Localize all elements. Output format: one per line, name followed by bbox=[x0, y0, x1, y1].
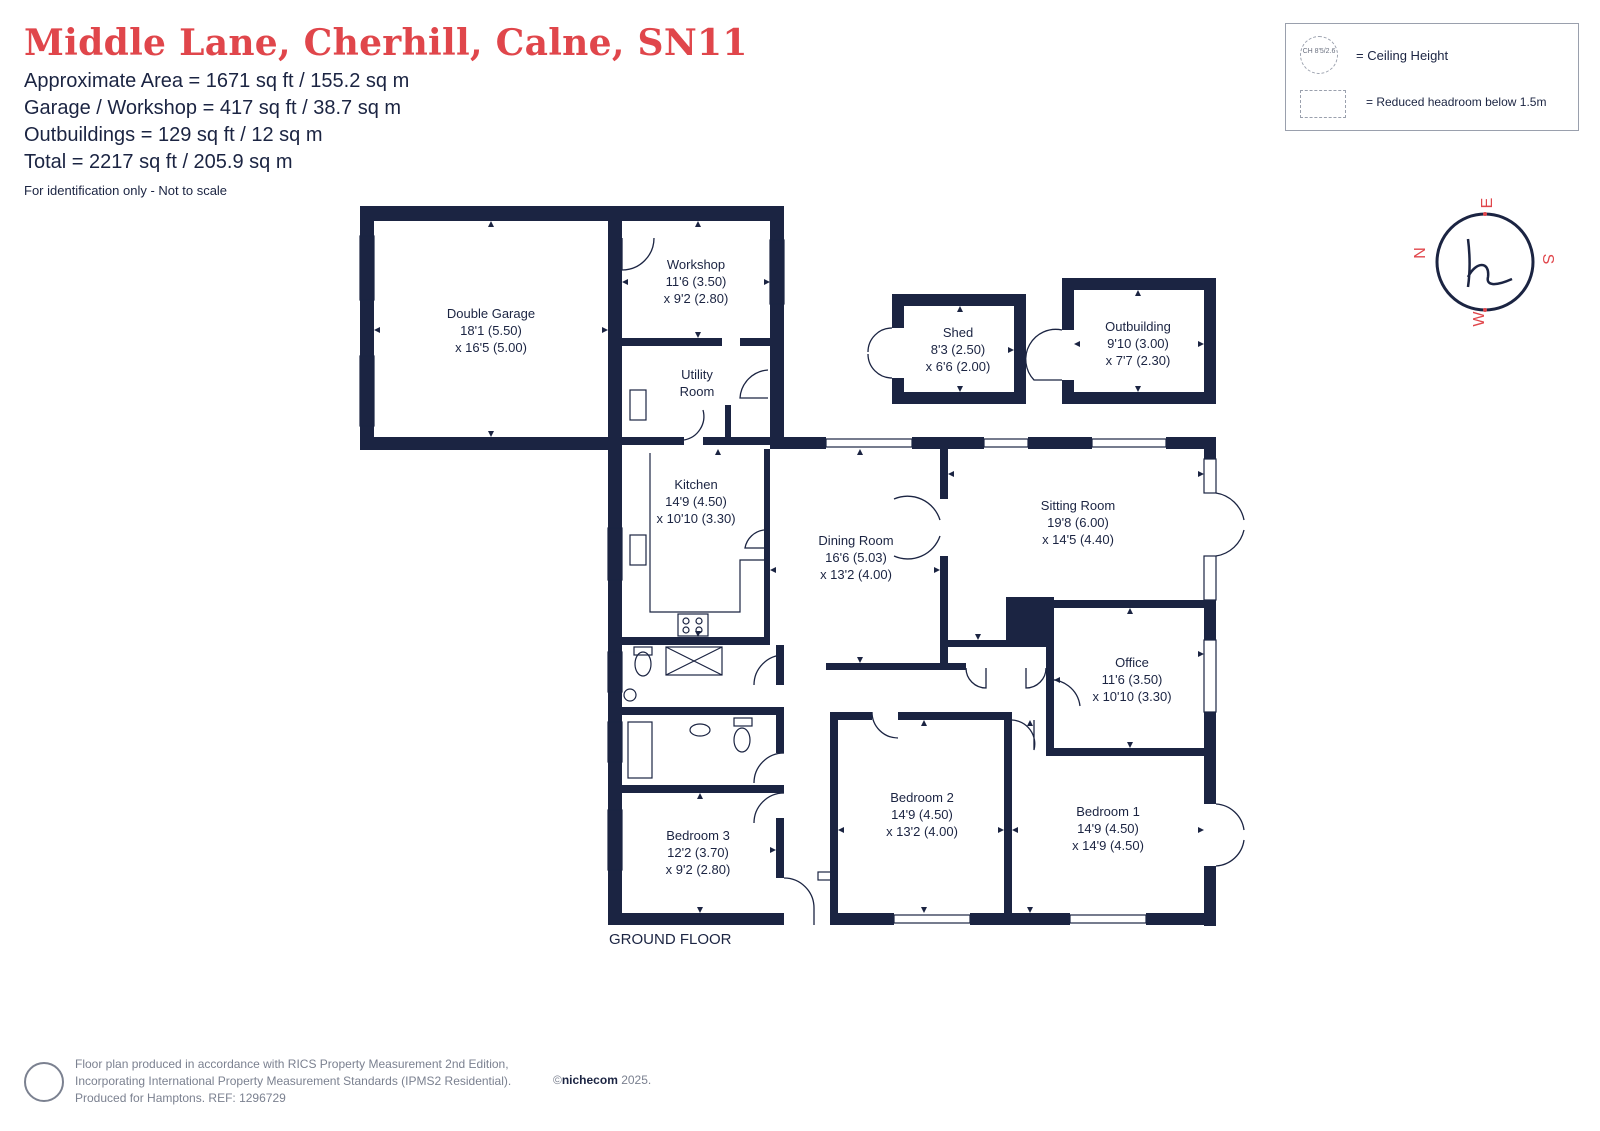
outbuilding-dim2: x 7'7 (2.30) bbox=[1106, 353, 1171, 368]
utility-name-2: Room bbox=[680, 384, 715, 399]
page-title: Middle Lane, Cherhill, Calne, SN11 bbox=[24, 22, 748, 64]
footer-fine-print: Floor plan produced in accordance with R… bbox=[75, 1056, 511, 1107]
footer-line-1: Floor plan produced in accordance with R… bbox=[75, 1057, 509, 1071]
sitting-dim1: 19'8 (6.00) bbox=[1047, 515, 1109, 530]
area-outbuildings: Outbuildings = 129 sq ft / 12 sq m bbox=[24, 124, 323, 146]
workshop-dim1: 11'6 (3.50) bbox=[666, 274, 727, 289]
workshop-name: Workshop bbox=[667, 257, 725, 272]
kitchen-name: Kitchen bbox=[674, 477, 717, 492]
bedroom3-dim1: 12'2 (3.70) bbox=[667, 845, 729, 860]
bedroom1-dim1: 14'9 (4.50) bbox=[1077, 821, 1139, 836]
credit-brand: nichecom bbox=[561, 1073, 618, 1087]
credit-year: 2025. bbox=[617, 1073, 652, 1087]
area-garage-workshop: Garage / Workshop = 417 sq ft / 38.7 sq … bbox=[24, 97, 402, 119]
bedroom2-dim1: 14'9 (4.50) bbox=[891, 807, 953, 822]
room-labels: Double Garage 18'1 (5.50) x 16'5 (5.00) … bbox=[447, 257, 1172, 877]
area-total: Total = 2217 sq ft / 205.9 sq m bbox=[24, 151, 293, 173]
bedroom1-dim2: x 14'9 (4.50) bbox=[1072, 838, 1144, 853]
walls bbox=[360, 206, 1216, 926]
doors bbox=[621, 237, 1245, 925]
legend-box: CH 8'5/2.6 = Ceiling Height = Reduced he… bbox=[1285, 23, 1579, 131]
workshop-dim2: x 9'2 (2.80) bbox=[664, 291, 729, 306]
credit-prefix: © bbox=[553, 1073, 562, 1087]
office-dim2: x 10'10 (3.30) bbox=[1092, 689, 1171, 704]
reduced-headroom-label: = Reduced headroom below 1.5m bbox=[1366, 95, 1547, 109]
kitchen-dim1: 14'9 (4.50) bbox=[665, 494, 727, 509]
shed-dim1: 8'3 (2.50) bbox=[931, 342, 986, 357]
identification-note: For identification only - Not to scale bbox=[24, 183, 228, 198]
sitting-name: Sitting Room bbox=[1041, 498, 1115, 513]
bedroom2-dim2: x 13'2 (4.00) bbox=[886, 824, 958, 839]
shed-name: Shed bbox=[943, 325, 973, 340]
ceiling-height-label: = Ceiling Height bbox=[1356, 48, 1449, 63]
bedroom3-name: Bedroom 3 bbox=[666, 828, 730, 843]
footer-credit: ©nichecom 2025. bbox=[553, 1073, 651, 1087]
garage-name: Double Garage bbox=[447, 306, 535, 321]
reduced-headroom-icon bbox=[1300, 90, 1346, 118]
outbuilding-dim1: 9'10 (3.00) bbox=[1107, 336, 1169, 351]
outbuilding-name: Outbuilding bbox=[1105, 319, 1171, 334]
sitting-dim2: x 14'5 (4.40) bbox=[1042, 532, 1114, 547]
bedroom3-dim2: x 9'2 (2.80) bbox=[666, 862, 731, 877]
area-summary: Approximate Area = 1671 sq ft / 155.2 sq… bbox=[24, 68, 409, 176]
person-scale-icon bbox=[24, 1062, 64, 1102]
utility-name-1: Utility bbox=[681, 367, 713, 382]
bedroom1-name: Bedroom 1 bbox=[1076, 804, 1140, 819]
dining-dim1: 16'6 (5.03) bbox=[825, 550, 887, 565]
garage-dim2: x 16'5 (5.00) bbox=[455, 340, 527, 355]
compass-east: E bbox=[1479, 198, 1496, 209]
windows bbox=[359, 235, 1217, 924]
dimension-arrows bbox=[374, 221, 1204, 913]
ceiling-height-icon: CH 8'5/2.6 bbox=[1300, 36, 1338, 74]
compass-west: W bbox=[1471, 311, 1488, 327]
garage-dim1: 18'1 (5.50) bbox=[460, 323, 522, 338]
compass-icon: E W N S bbox=[1412, 198, 1556, 327]
office-name: Office bbox=[1115, 655, 1149, 670]
footer-line-3: Produced for Hamptons. REF: 1296729 bbox=[75, 1091, 286, 1105]
shed-dim2: x 6'6 (2.00) bbox=[926, 359, 991, 374]
compass-south: S bbox=[1539, 254, 1556, 265]
office-dim1: 11'6 (3.50) bbox=[1102, 672, 1163, 687]
dining-dim2: x 13'2 (4.00) bbox=[820, 567, 892, 582]
bedroom2-name: Bedroom 2 bbox=[890, 790, 954, 805]
dining-name: Dining Room bbox=[818, 533, 893, 548]
fixtures bbox=[623, 389, 764, 779]
kitchen-dim2: x 10'10 (3.30) bbox=[656, 511, 735, 526]
floor-label: GROUND FLOOR bbox=[609, 931, 732, 948]
area-approximate: Approximate Area = 1671 sq ft / 155.2 sq… bbox=[24, 70, 410, 92]
compass-north: N bbox=[1412, 247, 1429, 259]
footer-line-2: Incorporating International Property Mea… bbox=[75, 1074, 512, 1088]
